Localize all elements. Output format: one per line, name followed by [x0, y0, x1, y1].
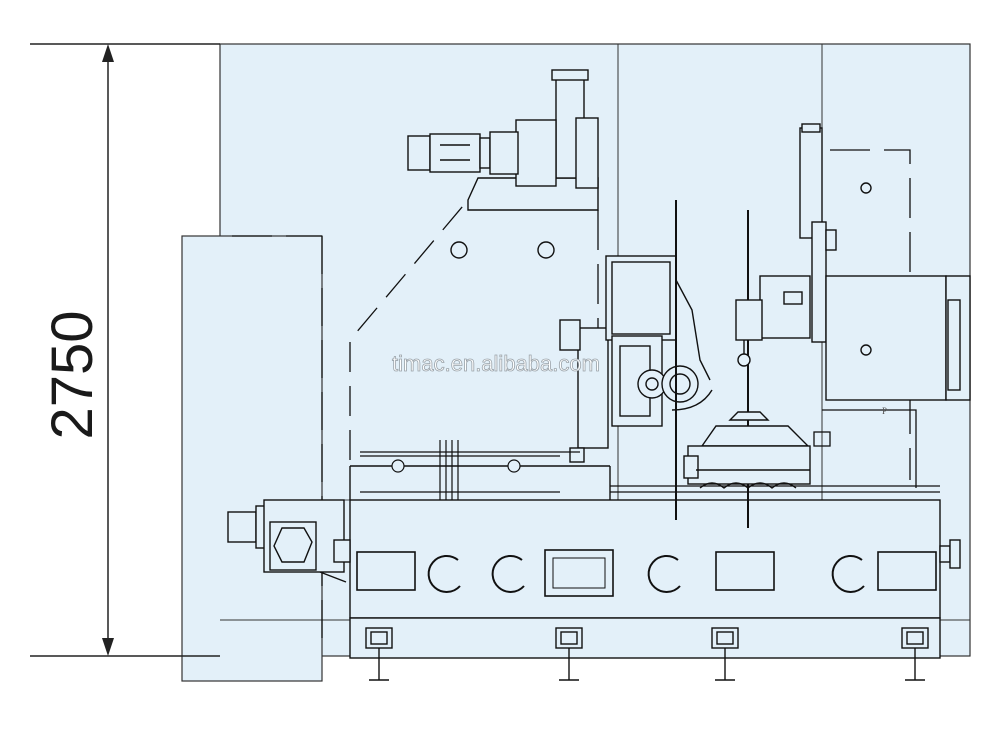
base-access-holes — [427, 555, 865, 593]
base-window-2 — [544, 549, 614, 597]
column-bolt-2 — [537, 241, 555, 259]
height-dimension-label: 2750 — [40, 310, 105, 439]
height-dimension — [30, 43, 220, 657]
leveling-feet — [365, 627, 929, 681]
foot-3 — [711, 627, 739, 681]
watermark: timac.en.alibaba.com — [392, 351, 600, 376]
dresser-unit — [735, 123, 971, 401]
access-hole-4 — [831, 555, 865, 593]
base-window-3 — [715, 551, 775, 591]
cable-tray — [360, 440, 580, 500]
top-motor — [407, 131, 519, 175]
base-window-2-inner — [552, 557, 606, 589]
base-window-1 — [356, 551, 416, 591]
access-hole-3 — [647, 555, 681, 593]
access-hole-2 — [491, 555, 525, 593]
base-windows — [356, 549, 937, 597]
plate-label: P — [882, 406, 887, 416]
right-coupling — [939, 539, 961, 569]
foot-2 — [555, 627, 583, 681]
work-table — [683, 411, 811, 489]
table-rail — [610, 485, 940, 493]
gauge-box: P — [813, 406, 917, 488]
column-bolt-1 — [450, 241, 468, 259]
foot-1 — [365, 627, 393, 681]
foot-4 — [901, 627, 929, 681]
base-window-4 — [877, 551, 937, 591]
base-rail — [349, 617, 941, 659]
side-drive-motor — [227, 499, 351, 583]
grinding-column — [450, 69, 599, 259]
access-hole-1 — [427, 555, 461, 593]
base-body — [349, 499, 941, 619]
grinding-head — [559, 255, 713, 463]
left-cabinet — [181, 235, 323, 682]
